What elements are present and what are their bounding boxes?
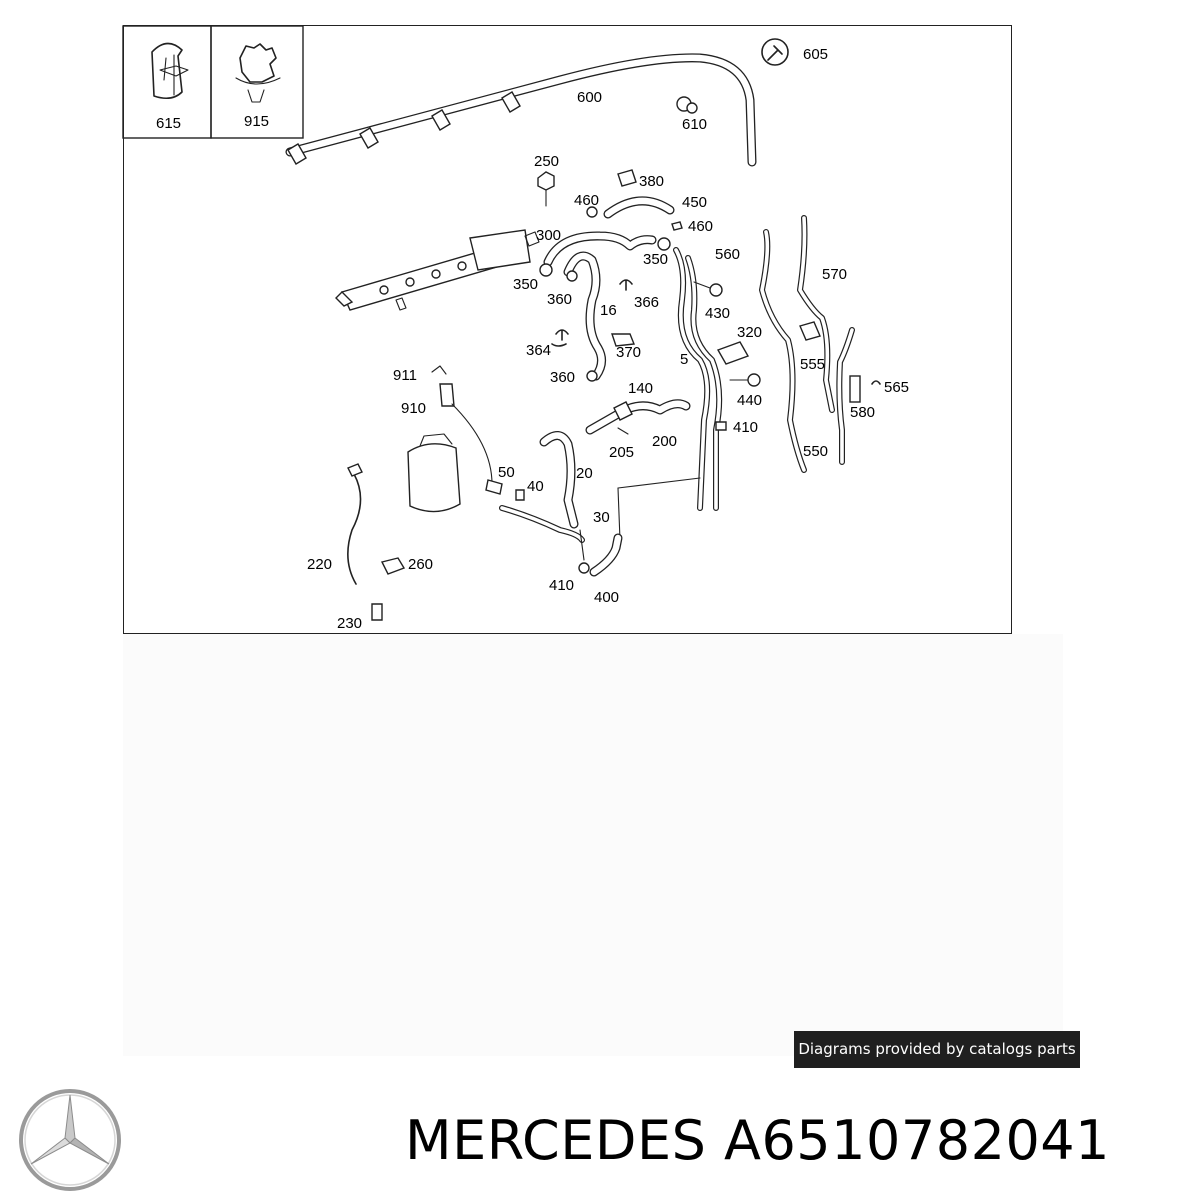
callout-605: 605 bbox=[803, 46, 828, 63]
callout-570: 570 bbox=[822, 266, 847, 283]
callout-200: 200 bbox=[652, 433, 677, 450]
hose-16 bbox=[563, 251, 606, 381]
clip-610 bbox=[676, 96, 698, 114]
callout-360b: 360 bbox=[550, 369, 575, 386]
callout-400: 400 bbox=[594, 589, 619, 606]
callout-30: 30 bbox=[593, 509, 610, 526]
hose-400 bbox=[589, 533, 623, 577]
diagram-frame bbox=[123, 25, 1012, 634]
callout-230: 230 bbox=[337, 615, 362, 632]
clamp-410b bbox=[578, 562, 590, 574]
callout-580: 580 bbox=[850, 404, 875, 421]
bolt-430 bbox=[693, 281, 723, 297]
callout-460b: 460 bbox=[688, 218, 713, 235]
fuel-return-line-600 bbox=[285, 53, 757, 167]
fuel-line-30 bbox=[499, 477, 701, 561]
callout-260: 260 bbox=[408, 556, 433, 573]
clip-370 bbox=[611, 333, 635, 347]
callout-250: 250 bbox=[534, 153, 559, 170]
clip-380 bbox=[617, 169, 637, 187]
callout-910: 910 bbox=[401, 400, 426, 417]
clip-555 bbox=[799, 321, 821, 341]
callout-460: 460 bbox=[574, 192, 599, 209]
callout-450: 450 bbox=[682, 194, 707, 211]
injector-connector bbox=[287, 91, 521, 165]
callout-350: 350 bbox=[643, 251, 668, 268]
hose-20 bbox=[539, 431, 579, 529]
wiring-harness-220 bbox=[347, 463, 383, 621]
sleeve-580 bbox=[849, 375, 861, 403]
diagram-credit-badge: Diagrams provided by catalogs parts bbox=[794, 1031, 1080, 1068]
fuel-line-5 bbox=[673, 247, 723, 511]
callout-364: 364 bbox=[526, 342, 551, 359]
clip-205 bbox=[617, 427, 629, 435]
clip-364 bbox=[551, 329, 569, 347]
clip-460 bbox=[586, 206, 683, 231]
legend-label-915: 915 bbox=[244, 113, 269, 130]
clamp-360 bbox=[566, 270, 598, 382]
diagram-background-panel bbox=[123, 634, 1063, 1056]
callout-565: 565 bbox=[884, 379, 909, 396]
wrench-icon bbox=[761, 38, 789, 66]
part-number-title: MERCEDES A6510782041 bbox=[405, 1109, 1111, 1172]
legend-label-615: 615 bbox=[156, 115, 181, 132]
fuel-line-550 bbox=[836, 327, 855, 465]
callout-560: 560 bbox=[715, 246, 740, 263]
callout-550: 550 bbox=[803, 443, 828, 460]
callout-440: 440 bbox=[737, 392, 762, 409]
callout-40: 40 bbox=[527, 478, 544, 495]
callout-410b: 410 bbox=[549, 577, 574, 594]
callout-380: 380 bbox=[639, 173, 664, 190]
callout-555: 555 bbox=[800, 356, 825, 373]
fitting-140 bbox=[613, 401, 633, 421]
clamp-350 bbox=[539, 237, 671, 277]
callout-610: 610 bbox=[682, 116, 707, 133]
sensor-260 bbox=[380, 557, 406, 575]
bolt-440 bbox=[729, 373, 761, 387]
callout-220: 220 bbox=[307, 556, 332, 573]
callout-430: 430 bbox=[705, 305, 730, 322]
callout-370: 370 bbox=[616, 344, 641, 361]
clip-366 bbox=[619, 279, 633, 291]
callout-600: 600 bbox=[577, 89, 602, 106]
callout-366: 366 bbox=[634, 294, 659, 311]
callout-911: 911 bbox=[393, 367, 417, 384]
hose-200 bbox=[585, 399, 691, 435]
mercedes-star-logo bbox=[19, 1089, 121, 1191]
legend-box-915 bbox=[210, 25, 304, 139]
common-rail bbox=[335, 229, 540, 311]
callout-140: 140 bbox=[628, 380, 653, 397]
callout-5: 5 bbox=[680, 351, 688, 368]
bolt-250 bbox=[537, 171, 555, 207]
clip-565 bbox=[871, 380, 881, 385]
hose-300 bbox=[543, 231, 657, 267]
fuel-filter-910 bbox=[407, 365, 493, 513]
callout-16: 16 bbox=[600, 302, 617, 319]
callout-410: 410 bbox=[733, 419, 758, 436]
callout-205: 205 bbox=[609, 444, 634, 461]
sensor-50 bbox=[485, 479, 503, 495]
fuel-line-570 bbox=[797, 215, 835, 413]
callout-350b: 350 bbox=[513, 276, 538, 293]
callout-labels: 605 600 610 250 380 460 450 460 300 560 … bbox=[156, 46, 909, 632]
connector-40 bbox=[515, 489, 525, 501]
callout-20: 20 bbox=[576, 465, 593, 482]
clip-410 bbox=[715, 421, 727, 431]
fuel-line-560 bbox=[759, 229, 807, 473]
callout-300: 300 bbox=[536, 227, 561, 244]
callout-360: 360 bbox=[547, 291, 572, 308]
bracket-320 bbox=[716, 341, 750, 365]
callout-320: 320 bbox=[737, 324, 762, 341]
callout-50: 50 bbox=[498, 464, 515, 481]
hose-450 bbox=[603, 196, 675, 219]
